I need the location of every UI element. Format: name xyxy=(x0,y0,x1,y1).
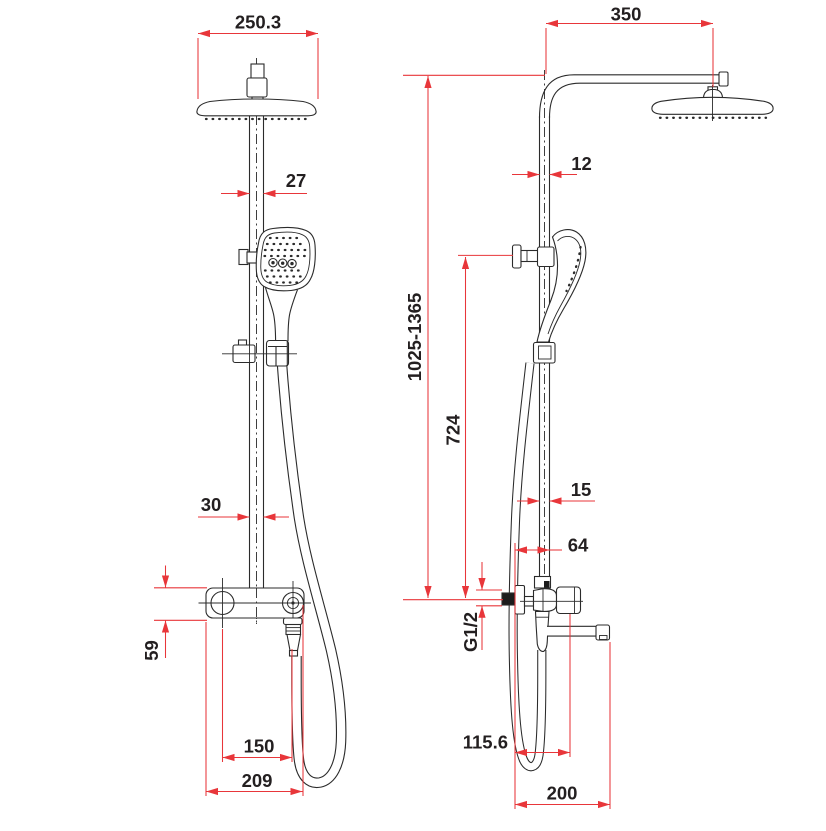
side-hand-shower xyxy=(536,229,587,343)
side-bath-spout xyxy=(547,624,611,641)
side-dim-valve-depth: 115.6 xyxy=(463,732,571,757)
front-extension-lines xyxy=(205,605,304,796)
front-shower-hose xyxy=(276,363,347,789)
front-hand-shower-bracket xyxy=(238,248,258,266)
front-dim-lower-pipe: 30 xyxy=(198,494,289,521)
side-wall-inlet xyxy=(501,592,516,606)
side-extension-lines xyxy=(514,543,611,809)
dim-label-115-6: 115.6 xyxy=(463,732,508,753)
side-knob xyxy=(555,586,582,615)
front-handle-left-edge xyxy=(264,287,277,342)
side-dim-spout-reach: 200 xyxy=(514,783,611,809)
side-holder-knob xyxy=(511,244,555,269)
dim-label-59: 59 xyxy=(141,640,162,661)
dim-label-27: 27 xyxy=(286,170,307,191)
side-dim-bracket-offset: 64 xyxy=(514,535,589,556)
front-hand-shower-spray-dots xyxy=(263,236,308,284)
dim-label-g12: G1/2 xyxy=(460,612,481,652)
dim-label-250-3: 250.3 xyxy=(235,12,281,33)
front-hand-shower xyxy=(255,226,316,342)
front-hose-outlet xyxy=(282,617,303,657)
front-mixer-valve xyxy=(198,578,311,657)
side-dim-pipe-offset: 15 xyxy=(517,479,595,505)
side-rain-head xyxy=(651,85,774,121)
dim-label-12: 12 xyxy=(571,153,592,174)
dim-label-209: 209 xyxy=(242,770,273,791)
front-dim-upper-pipe: 27 xyxy=(221,170,307,198)
side-view: 350 12 1025-1365 724 15 64 xyxy=(403,4,774,809)
dim-label-15: 15 xyxy=(571,479,592,500)
side-shower-hose xyxy=(508,362,547,772)
dim-label-150: 150 xyxy=(244,736,275,757)
dim-label-30: 30 xyxy=(201,494,222,515)
side-mixer-valve xyxy=(501,575,611,653)
side-shower-arm xyxy=(538,71,729,119)
side-hand-shower-spray-dots xyxy=(565,245,582,293)
front-dim-valve-height: 59 xyxy=(141,565,207,661)
front-hand-shower-mode-buttons xyxy=(268,257,297,269)
dim-label-64: 64 xyxy=(568,535,589,556)
dim-label-724: 724 xyxy=(443,414,464,446)
side-dim-slide-height: 724 xyxy=(443,254,513,599)
dim-label-200: 200 xyxy=(547,783,578,804)
front-rain-head xyxy=(196,63,317,121)
side-dim-column-height: 1025-1365 xyxy=(403,74,545,601)
front-handle-right-edge xyxy=(287,289,299,342)
side-dim-arm-reach: 350 xyxy=(545,4,714,87)
side-slider-holder xyxy=(532,341,556,364)
front-view: 250.3 27 30 59 150 209 xyxy=(141,12,347,796)
front-dim-valve-width: 209 xyxy=(205,770,303,796)
dim-label-350: 350 xyxy=(611,4,642,25)
front-dim-outlet-spacing: 150 xyxy=(222,736,293,762)
side-dim-pipe-diameter: 12 xyxy=(512,153,592,179)
side-dim-inlet-thread: G1/2 xyxy=(460,562,502,652)
front-slider-holder xyxy=(222,339,297,367)
dim-label-1025-1365: 1025-1365 xyxy=(404,293,425,381)
front-dim-head-width: 250.3 xyxy=(197,12,319,99)
